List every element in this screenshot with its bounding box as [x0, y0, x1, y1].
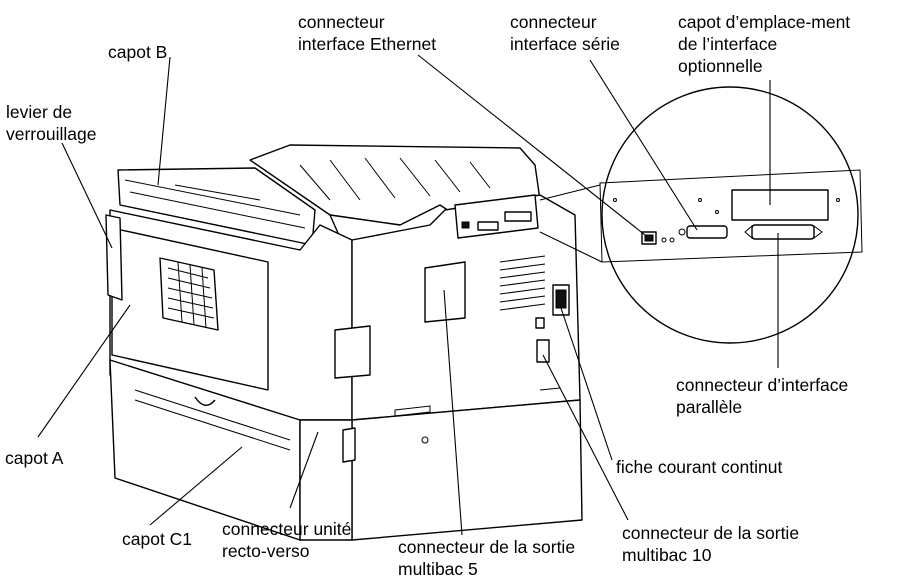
label-connecteur-ethernet: connecteur interface Ethernet [298, 12, 437, 54]
printer-body [105, 86, 863, 541]
label-sortie-multibac-10: connecteur de la sortie multibac 10 [622, 523, 800, 565]
label-capot-a: capot A [5, 448, 64, 468]
label-connecteur-recto-verso: connecteur unité recto-verso [222, 519, 352, 561]
leader-lines [37, 54, 779, 536]
label-sortie-multibac-5: connecteur de la sortie multibac 5 [398, 537, 576, 579]
label-fiche-courant: fiche courant continut [616, 457, 783, 477]
label-capot-interface-optionnelle: capot d’emplace-ment de l’interface opti… [678, 12, 851, 76]
label-connecteur-serie: connecteur interface série [510, 12, 620, 54]
label-connecteur-parallele: connecteur d’interface parallèle [676, 375, 849, 417]
label-capot-c1: capot C1 [122, 529, 193, 549]
label-capot-b: capot B [108, 42, 168, 62]
label-levier-verrouillage: levier de verrouillage [6, 102, 97, 144]
